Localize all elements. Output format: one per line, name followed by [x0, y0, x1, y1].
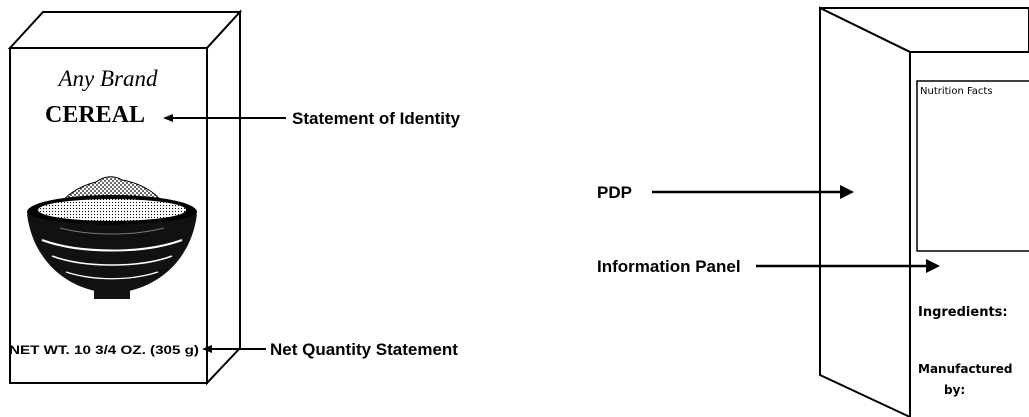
information-panel-label: Information Panel	[597, 257, 741, 276]
statement-of-identity-label: Statement of Identity	[292, 109, 461, 128]
nutrition-facts-title: Nutrition Facts	[920, 86, 993, 97]
manufactured-by-label: by:	[944, 383, 965, 397]
manufactured-label: Manufactured	[918, 362, 1012, 376]
ingredients-label: Ingredients:	[918, 305, 1008, 320]
net-quantity-statement-label: Net Quantity Statement	[270, 340, 458, 359]
pdp-arrow	[652, 185, 854, 199]
pdp-label: PDP	[597, 183, 632, 202]
net-quantity-arrow	[202, 345, 266, 353]
net-weight-label: NET WT. 10 3/4 OZ. (305 g)	[9, 343, 199, 357]
cereal-bowl-icon	[27, 176, 197, 299]
information-panel-arrow	[756, 259, 940, 273]
package-box	[819, 6, 1029, 417]
product-name: CEREAL	[45, 102, 145, 128]
identity-arrow	[163, 114, 286, 122]
nutrition-facts-panel	[916, 80, 1029, 252]
brand-name: Any Brand	[56, 66, 158, 91]
